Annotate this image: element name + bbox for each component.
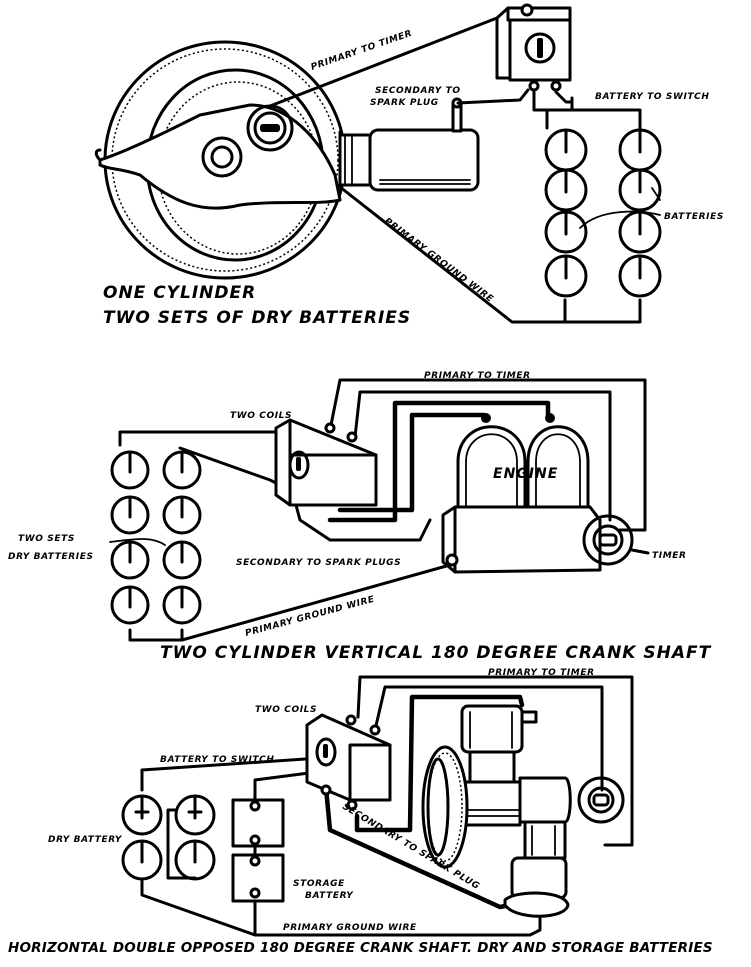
storage-batteries [231,798,285,903]
crank-hub [201,136,243,178]
caption-line1: ONE CYLINDER [103,283,256,303]
caption: HORIZONTAL DOUBLE OPPOSED 180 DEGREE CRA… [8,940,713,956]
caption: TWO CYLINDER VERTICAL 180 DEGREE CRANK S… [160,643,712,663]
label-primary-to-timer: PRIMARY TO TIMER [488,668,595,678]
battery-cell [544,254,588,298]
battery-cell [544,210,588,254]
dry-batteries-diagram-two [110,450,202,625]
label-secondary-line2: SPARK PLUG [370,98,439,108]
label-primary-ground-wire: PRIMARY GROUND WIRE [382,216,495,305]
engine-horizontal-opposed [421,704,572,918]
label-dry-battery: DRY BATTERY [48,835,123,845]
battery-cell [544,128,588,172]
timer [246,104,294,152]
engine [441,413,602,574]
battery-cell [618,254,662,298]
flywheel-crankcase [94,40,347,280]
label-battery-to-switch: BATTERY TO SWITCH [160,755,275,765]
diagram-horizontal-double-opposed: PRIMARY TO TIMER TWO COILS BATTERY TO SW… [8,668,713,956]
diagram-two-cylinder-vertical: PRIMARY TO TIMER TWO COILS ENGINE TWO SE… [8,371,712,663]
caption-line2: TWO SETS OF DRY BATTERIES [103,308,411,328]
battery-cell [162,585,202,625]
battery-cell [618,168,662,212]
label-timer: TIMER [652,551,687,561]
label-storage-line2: BATTERY [305,891,354,901]
label-primary-to-timer: PRIMARY TO TIMER [424,371,531,381]
timer [577,776,625,824]
label-storage-line1: STORAGE [293,879,345,889]
battery-cell [174,794,216,836]
battery-cell [162,450,202,490]
battery-cell [162,495,202,535]
label-two-coils: TWO COILS [255,705,317,715]
label-secondary-line1: SECONDARY TO [375,86,461,96]
battery-cell [162,540,202,580]
engine-cylinder [338,97,480,192]
coil-box [495,3,572,92]
battery-cell [544,168,588,212]
dry-batteries-diagram-one [544,128,662,298]
wires-diagram-one [268,16,642,324]
timer [582,514,650,566]
battery-cell [618,128,662,172]
label-two-sets-line2: DRY BATTERIES [8,552,94,562]
label-engine: ENGINE [493,466,558,482]
label-primary-to-timer: PRIMARY TO TIMER [310,29,414,73]
two-coils-box [274,418,378,507]
label-battery-to-switch: BATTERY TO SWITCH [595,92,710,102]
two-coils-box [305,713,392,811]
label-primary-ground-wire: PRIMARY GROUND WIRE [283,923,417,933]
label-secondary-to-spark-plugs: SECONDARY TO SPARK PLUGS [236,558,401,568]
battery-cell [121,839,163,881]
label-two-sets-line1: TWO SETS [18,534,75,544]
battery-cell [110,585,150,625]
label-two-coils: TWO COILS [230,411,292,421]
battery-cell [110,540,150,580]
dry-batteries-diagram-three [121,794,216,881]
battery-cell [174,839,216,881]
battery-cell [121,794,163,836]
battery-cell [110,495,150,535]
battery-cell [110,450,150,490]
label-batteries: BATTERIES [664,212,724,222]
battery-cell [618,210,662,254]
diagram-one-cylinder: PRIMARY TO TIMER SECONDARY TO SPARK PLUG… [94,3,724,328]
